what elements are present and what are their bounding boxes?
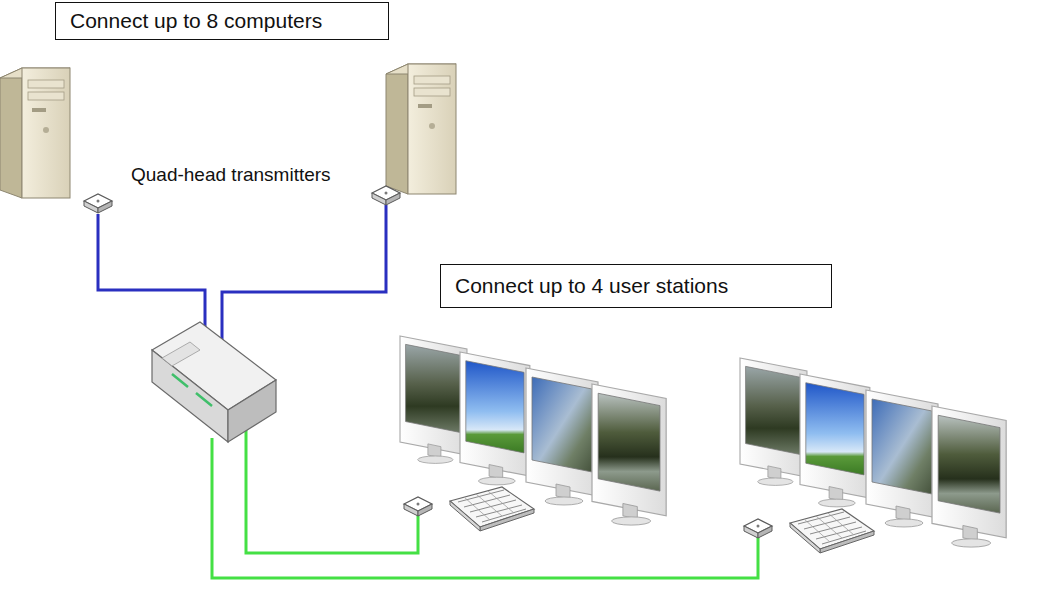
blue-cable xyxy=(222,205,386,348)
text-box: Connect up to 8 computers xyxy=(55,2,389,40)
computer-tower xyxy=(0,64,456,198)
user-station xyxy=(400,336,666,531)
green-cable xyxy=(246,428,418,553)
computer-tower xyxy=(0,68,70,198)
user-station xyxy=(400,336,1006,553)
box-text: Connect up to 4 user stations xyxy=(455,274,817,298)
text-box: Connect up to 4 user stations xyxy=(440,264,832,308)
computer-tower xyxy=(386,64,456,194)
switch-side xyxy=(228,380,276,442)
user-station xyxy=(740,358,1006,553)
kvm-switch xyxy=(152,322,276,442)
callout-label: Quad-head transmitters xyxy=(131,164,331,186)
switch-panel xyxy=(162,342,200,366)
switch-led xyxy=(172,374,212,406)
transmitter xyxy=(372,186,400,205)
transmitter xyxy=(84,194,112,213)
switch-front xyxy=(152,350,228,442)
box-text: Connect up to 8 computers xyxy=(70,9,374,33)
transmitter xyxy=(84,186,400,213)
cable xyxy=(98,205,758,578)
blue-cable xyxy=(98,214,205,342)
